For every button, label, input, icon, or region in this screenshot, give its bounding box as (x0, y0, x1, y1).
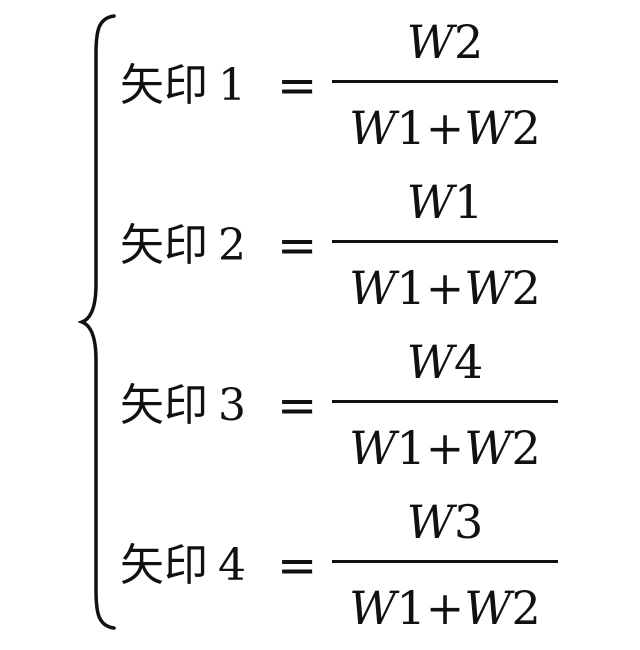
denominator: W1+W2 (332, 418, 558, 478)
equals-sign: = (277, 221, 317, 271)
numerator: W3 (332, 492, 558, 552)
fraction-bar (332, 240, 558, 243)
equation-label: 矢印3 (120, 381, 246, 431)
equation-row-1: 矢印1 = W2 W1+W2 (0, 10, 640, 170)
fraction-bar (332, 80, 558, 83)
fraction: W4 W1+W2 (332, 330, 558, 490)
fraction: W1 W1+W2 (332, 170, 558, 330)
denominator: W1+W2 (332, 98, 558, 158)
fraction-bar (332, 400, 558, 403)
fraction: W3 W1+W2 (332, 490, 558, 650)
fraction: W2 W1+W2 (332, 10, 558, 170)
denominator: W1+W2 (332, 258, 558, 318)
equals-sign: = (277, 541, 317, 591)
equation-label: 矢印4 (120, 541, 246, 591)
equation-row-3: 矢印3 = W4 W1+W2 (0, 330, 640, 490)
numerator: W2 (332, 12, 558, 72)
equation-label: 矢印2 (120, 221, 246, 271)
equation-label: 矢印1 (120, 61, 246, 111)
equation-row-4: 矢印4 = W3 W1+W2 (0, 490, 640, 650)
equation-row-2: 矢印2 = W1 W1+W2 (0, 170, 640, 330)
denominator: W1+W2 (332, 578, 558, 638)
equals-sign: = (277, 381, 317, 431)
equals-sign: = (277, 61, 317, 111)
fraction-bar (332, 560, 558, 563)
numerator: W4 (332, 332, 558, 392)
numerator: W1 (332, 172, 558, 232)
